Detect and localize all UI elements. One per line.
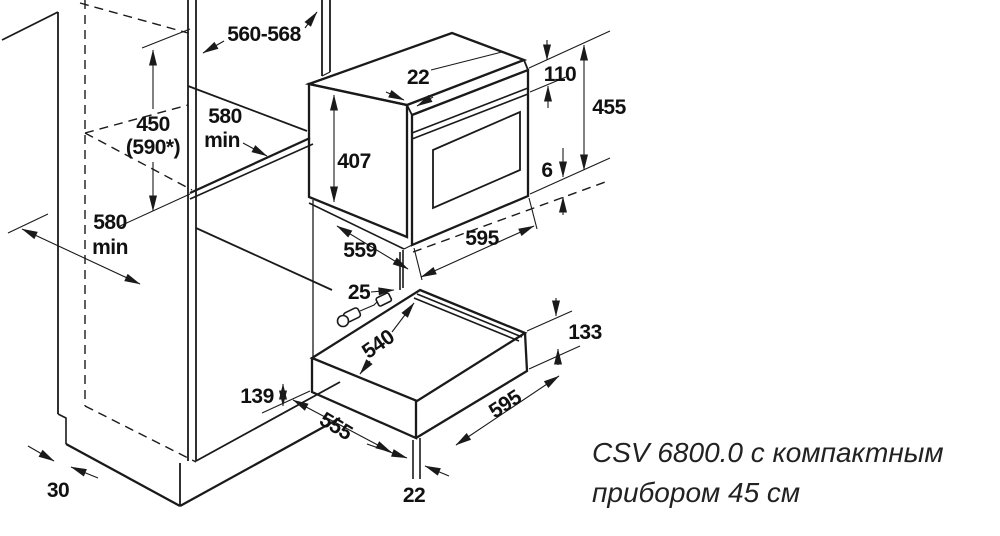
arrow-580-top [242, 142, 268, 157]
dim-oven-front-height-label: 455 [592, 96, 626, 119]
ext-band-bottom [529, 76, 567, 93]
dim-drawer-front-height-label: 133 [568, 321, 602, 344]
plinth-top-edge [195, 381, 341, 462]
oven-outline [304, 31, 530, 290]
dim-plinth-zone-height-label: 139 [240, 385, 274, 408]
plug-icon [336, 314, 350, 328]
ext-door-top [528, 30, 611, 69]
dim-niche-height-alt-label: (590*) [126, 136, 180, 159]
cabinet-front-bottom-edge [179, 416, 341, 508]
cabinet-hidden-bottom-edge [84, 405, 197, 463]
drawer-lid-line-1 [416, 293, 523, 338]
dim-plinth-recess-label: 30 [47, 479, 69, 502]
arrow-540-down [359, 359, 373, 375]
dim-oven-body-height-label: 407 [337, 150, 371, 173]
dim-oven-front-width-label: 595 [465, 227, 499, 250]
oven-door-window [432, 110, 521, 210]
dim-niche-depth-label: 580 [208, 105, 242, 128]
oven-handle-line-1 [411, 87, 529, 134]
dim-drawer-back-clearance-label: 25 [348, 281, 371, 304]
dim-oven-top-band-label: 110 [544, 63, 576, 86]
arrow-22-bottom-left [366, 443, 408, 459]
model-caption-line2: прибором 45 см [592, 477, 800, 508]
model-caption: CSV 6800.0 с компактным прибором 45 см [592, 437, 944, 508]
dim-drawer-body-depth-label: 555 [315, 408, 356, 445]
arrow-560-left [202, 40, 225, 54]
cabinet-top-left-edge [1, 11, 59, 41]
leader-22-top [430, 51, 503, 71]
ext-580-bottom [7, 213, 49, 234]
cabinet-side-bottom-edge [65, 442, 181, 508]
cabinet-plinth-notch [57, 413, 67, 444]
drawer-lid-line-2 [413, 297, 520, 342]
oven-door-face [410, 68, 530, 247]
ext-595-right [528, 197, 538, 230]
arrow-30-right [70, 466, 99, 479]
niche-shelf-front-edge [189, 136, 311, 195]
dim-oven-bottom-gap-label: 6 [541, 159, 552, 182]
arrow-595-oven [420, 225, 535, 278]
dim-niche-height-label: 450 [136, 113, 170, 136]
ext-595-left [413, 247, 423, 281]
drawer-outline [309, 288, 529, 479]
ext-door-bottom [529, 157, 611, 195]
ext-133-top [526, 310, 573, 332]
arrow-580-bottom [21, 228, 141, 285]
niche-shelf-inner-edge [189, 143, 314, 200]
ext-133-bottom [528, 345, 581, 370]
drawer-shelf-edge [195, 227, 333, 291]
oven-handle-line-2 [411, 93, 529, 140]
niche-right-rail-foot [321, 71, 331, 77]
arrow-540-up [391, 302, 415, 333]
cabinet-hidden-top-shelf [79, 2, 189, 34]
drawer-top-face [309, 288, 528, 403]
dim-oven-door-thickness-label: 22 [407, 66, 429, 89]
dimension-annotations: 560-568 450 (590*) 580 min 580 min 30 22… [7, 11, 627, 507]
oven-bottom-join [403, 244, 413, 250]
cabinet-hidden-niche-edge-b [84, 132, 193, 191]
power-cable [336, 292, 393, 328]
arrow-30-left [27, 445, 55, 462]
arrow-559 [336, 225, 409, 270]
arrow-25 [370, 287, 395, 296]
niche-ceiling-edge [187, 85, 308, 132]
arrow-555 [292, 399, 392, 453]
arrow-595-drawer [455, 375, 560, 446]
ext-450-bottom [119, 193, 191, 227]
cabinet-outline [1, 0, 341, 508]
model-caption-line1: CSV 6800.0 с компактным [592, 437, 944, 468]
arrow-22-top-right [416, 94, 434, 107]
drawer-front-panel [415, 332, 529, 439]
arrow-22-bottom-right [424, 465, 450, 477]
ext-450-top [141, 28, 191, 49]
dim-cabinet-depth-label: 580 [93, 211, 127, 234]
dim-cabinet-depth-min-label: min [92, 236, 128, 259]
dim-oven-body-depth-label: 559 [343, 239, 377, 262]
dim-niche-depth-min-label: min [204, 129, 240, 152]
cabinet-hidden-niche-edge-a [84, 104, 189, 134]
dim-drawer-front-width-label: 595 [485, 385, 526, 423]
arrow-22-top-left [385, 90, 405, 101]
arrow-560-right [304, 11, 318, 29]
ext-shelf-dashed [412, 180, 609, 253]
cable-wire [359, 301, 378, 312]
cable-clip-icon [375, 292, 393, 307]
dim-niche-width-label: 560-568 [227, 23, 301, 46]
dim-drawer-panel-thickness-label: 22 [403, 484, 425, 507]
